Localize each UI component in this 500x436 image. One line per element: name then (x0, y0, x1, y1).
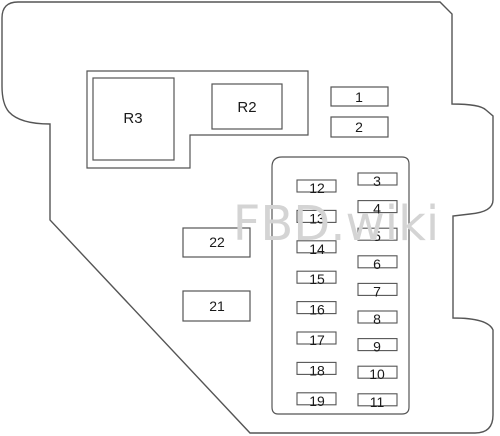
fuse-21 (182, 290, 251, 322)
fuse-2-label: 2 (355, 119, 363, 135)
fuse-7 (357, 282, 398, 296)
relay-r2-label: R2 (237, 99, 256, 116)
fuse-11-label: 11 (370, 394, 385, 410)
relay-r2 (211, 83, 283, 130)
fuse-block-outline (271, 156, 410, 415)
fuse-6-label: 6 (373, 256, 381, 272)
fuse-16-label: 16 (309, 302, 325, 318)
fuse-17-label: 17 (309, 332, 325, 348)
fuse-19-label: 19 (309, 393, 325, 409)
fuse-12 (296, 179, 337, 193)
watermark: FBD.wiki (233, 196, 439, 252)
fuse-8-label: 8 (373, 311, 381, 327)
fuse-18-label: 18 (309, 362, 325, 378)
fuse-9-label: 9 (373, 339, 381, 355)
fuse-18 (296, 361, 337, 375)
fuse-6 (357, 255, 398, 269)
relay-r3-label: R3 (123, 110, 142, 127)
fuse-3 (357, 172, 398, 186)
fuse-9 (357, 338, 398, 352)
fuse-5 (357, 227, 398, 241)
fuse-1 (330, 86, 389, 107)
fuse-13-label: 13 (309, 210, 325, 226)
fuse-22-label: 22 (209, 234, 225, 250)
fuse-block-left-column: 12 13 14 15 16 17 18 19 (296, 179, 337, 409)
fuse-11 (357, 393, 398, 407)
fuse-3-label: 3 (373, 173, 381, 189)
fuse-21-label: 21 (209, 298, 225, 314)
fuse-1-label: 1 (355, 89, 363, 105)
fuse-15-label: 15 (309, 271, 325, 287)
fuse-7-label: 7 (373, 283, 381, 299)
fuse-4 (357, 200, 398, 214)
fuse-17 (296, 331, 337, 345)
fuse-14 (296, 240, 337, 254)
fuse-8 (357, 310, 398, 324)
fuse-12-label: 12 (309, 180, 325, 196)
fuse-14-label: 14 (309, 241, 325, 257)
fuse-10 (357, 365, 398, 379)
fuse-19 (296, 392, 337, 406)
fuse-2 (330, 116, 389, 138)
fuse-block-right-column: 3 4 5 6 7 8 9 10 11 (357, 172, 398, 410)
fuse-15 (296, 270, 337, 284)
fuse-5-label: 5 (373, 228, 381, 244)
fuse-4-label: 4 (373, 201, 381, 217)
relay-r3 (92, 77, 175, 161)
fuse-13 (296, 209, 337, 223)
relay-carrier-outline (86, 70, 309, 169)
fuse-22 (182, 227, 251, 258)
fuse-16 (296, 301, 337, 315)
fuse-10-label: 10 (369, 366, 385, 382)
